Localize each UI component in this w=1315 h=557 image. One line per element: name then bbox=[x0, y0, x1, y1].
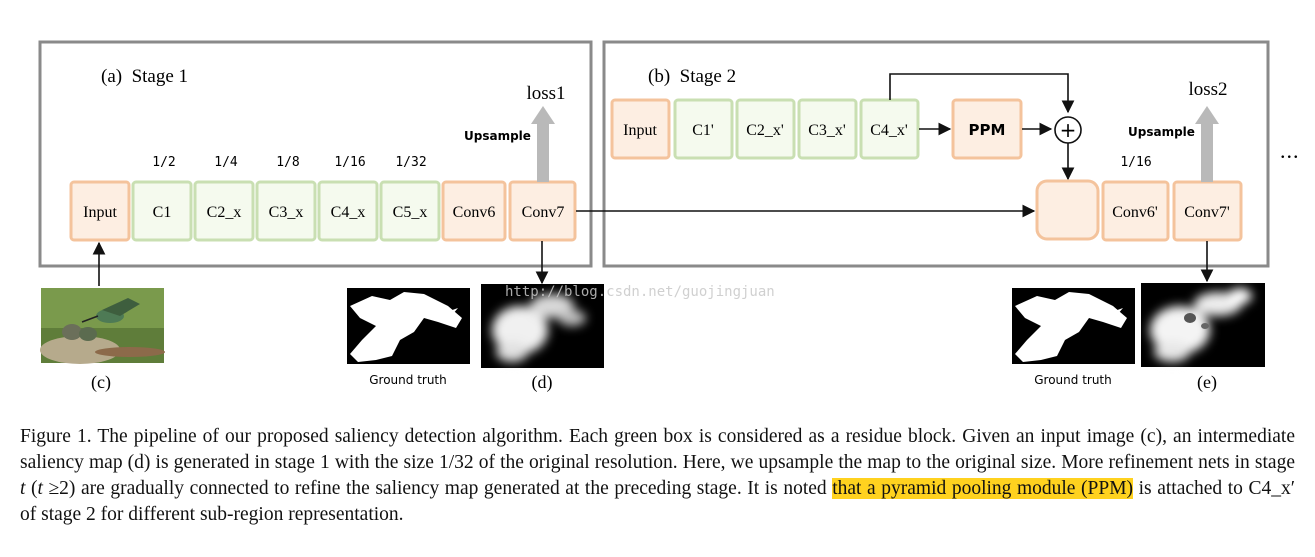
caption-var: t bbox=[37, 478, 43, 499]
block-label: C5_x bbox=[393, 204, 428, 221]
block-label: C1' bbox=[692, 122, 714, 139]
pipeline-diagram: (a) Stage 1 1/2 1/4 1/8 1/16 1/32 Input … bbox=[38, 40, 1300, 393]
c4-block bbox=[317, 180, 379, 242]
fraction-label: 1/16 bbox=[334, 155, 365, 170]
input-image bbox=[40, 288, 165, 364]
caption-var: t bbox=[20, 478, 26, 499]
caption-text: ≥2) are gradually connected to refine th… bbox=[42, 478, 833, 499]
ground-truth-label-1: Ground truth bbox=[369, 373, 447, 387]
fraction-label: 1/8 bbox=[276, 155, 299, 170]
c5-block bbox=[379, 180, 441, 242]
stage1-blocks bbox=[69, 180, 577, 242]
loss1-label: loss1 bbox=[526, 83, 565, 104]
figure-caption: Figure 1. The pipeline of our proposed s… bbox=[20, 424, 1295, 528]
block-label: Conv6 bbox=[453, 204, 496, 221]
block-label: C4_x' bbox=[870, 122, 908, 139]
caption-text: is attached to C4_x′ of stage 2 for diff… bbox=[20, 478, 1295, 525]
ppm-label: PPM bbox=[969, 121, 1006, 139]
block-label: Conv6' bbox=[1112, 204, 1158, 221]
conv6-block bbox=[441, 180, 507, 242]
block-label: C3_x' bbox=[808, 122, 846, 139]
upsample-arrow-head bbox=[531, 106, 555, 124]
ground-truth-image-2 bbox=[1012, 288, 1135, 364]
fusion-block bbox=[1035, 179, 1100, 241]
stage2-blocks bbox=[610, 98, 1023, 160]
saliency-map-label-e: (e) bbox=[1197, 372, 1217, 393]
block-label: Conv7 bbox=[522, 204, 565, 221]
ellipsis: ... bbox=[1280, 138, 1300, 163]
block-label: C3_x bbox=[269, 204, 304, 221]
upsample2-arrow-head bbox=[1195, 106, 1219, 124]
input2-block bbox=[610, 98, 671, 160]
block-label: Conv7' bbox=[1184, 204, 1230, 221]
block-label: C4_x bbox=[331, 204, 366, 221]
watermark: http://blog.csdn.net/guojingjuan bbox=[505, 284, 775, 300]
loss2-label: loss2 bbox=[1188, 79, 1227, 100]
conv6p-block bbox=[1101, 180, 1170, 242]
block-label: C2_x' bbox=[746, 122, 784, 139]
c3p-block bbox=[797, 98, 858, 160]
caption-text: ( bbox=[25, 478, 38, 499]
fraction-label: 1/16 bbox=[1120, 155, 1151, 170]
ground-truth-label-2: Ground truth bbox=[1034, 373, 1112, 387]
block-label: C1 bbox=[153, 204, 172, 221]
block-label: C2_x bbox=[207, 204, 242, 221]
skip-connection-arrow bbox=[889, 73, 1075, 114]
input-block bbox=[69, 180, 131, 242]
c3-block bbox=[255, 180, 317, 242]
plus-sign: + bbox=[1060, 118, 1077, 142]
stage1-frame bbox=[38, 40, 593, 268]
block-label: Input bbox=[623, 122, 657, 139]
c1-block bbox=[131, 180, 193, 242]
fraction-label: 1/4 bbox=[214, 155, 238, 170]
upsample2-label: Upsample bbox=[1128, 125, 1195, 139]
saliency-map-label-d: (d) bbox=[532, 372, 553, 393]
saliency-map-e bbox=[1141, 283, 1265, 367]
caption-highlight: that a pyramid pooling module (PPM) bbox=[832, 478, 1134, 499]
block-label: Input bbox=[83, 204, 117, 221]
stage2-title: (b) Stage 2 bbox=[648, 66, 736, 87]
upsample2-arrow-shaft bbox=[1201, 122, 1213, 182]
c2p-block bbox=[735, 98, 796, 160]
stage1-title: (a) Stage 1 bbox=[101, 66, 188, 87]
ppm-block bbox=[951, 98, 1023, 160]
ground-truth-image-1 bbox=[347, 288, 470, 364]
c2-block bbox=[193, 180, 255, 242]
upsample-arrow-shaft bbox=[537, 122, 549, 182]
input-image-label: (c) bbox=[91, 372, 111, 393]
fraction-label: 1/32 bbox=[395, 155, 426, 170]
upsample-label: Upsample bbox=[464, 129, 531, 143]
saliency-map-d bbox=[481, 284, 604, 368]
caption-text: Figure 1. The pipeline of our proposed s… bbox=[20, 426, 1295, 473]
c1p-block bbox=[673, 98, 734, 160]
stage2-frame bbox=[602, 40, 1270, 268]
fraction-label: 1/2 bbox=[152, 155, 175, 170]
